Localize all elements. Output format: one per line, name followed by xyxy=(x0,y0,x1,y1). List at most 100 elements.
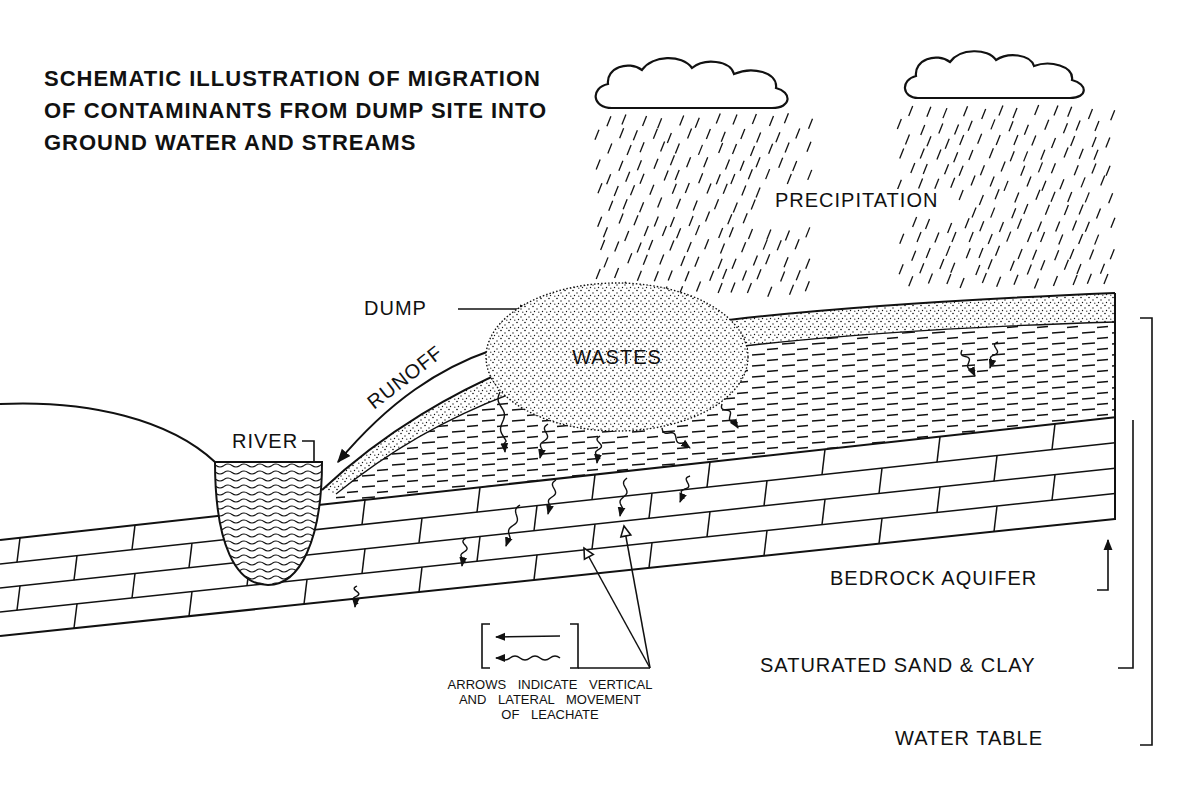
rain-streak xyxy=(1071,136,1075,146)
rain-streak xyxy=(1055,250,1059,260)
rain-streak xyxy=(1041,232,1045,242)
bedrock-joint xyxy=(994,456,997,482)
rain-streak xyxy=(1045,205,1049,215)
rain-streak xyxy=(596,269,600,279)
rain-streak xyxy=(1021,166,1025,176)
rain-streak xyxy=(808,170,812,180)
rain-streak xyxy=(695,118,699,128)
rain-streak xyxy=(980,165,984,175)
rain-streak xyxy=(649,240,653,250)
rain-streak xyxy=(747,283,751,293)
bracket xyxy=(1140,318,1152,745)
rain-streak xyxy=(670,241,674,251)
rain-streak xyxy=(990,176,994,186)
rain-streak xyxy=(769,116,773,126)
bedrock-joint xyxy=(189,543,192,568)
bedrock-joint xyxy=(592,475,595,500)
rain-streak xyxy=(693,201,697,211)
rain-streak xyxy=(619,213,623,223)
hill-surface xyxy=(0,403,215,462)
rain-streak xyxy=(945,139,949,149)
leachate-arrow xyxy=(721,404,738,428)
rain-streak xyxy=(1064,260,1068,270)
rain-streak xyxy=(715,199,719,209)
rain-streak xyxy=(767,229,771,239)
rain-streak xyxy=(988,234,992,244)
rain-streak xyxy=(637,160,641,170)
rain-streak xyxy=(1007,232,1011,242)
rain-streak xyxy=(704,157,708,167)
rain-streak xyxy=(995,189,999,199)
rain-streak xyxy=(1076,120,1080,130)
bedrock-joint xyxy=(592,524,595,549)
rain-streak xyxy=(681,256,685,266)
rain-streak xyxy=(619,161,623,171)
bedrock-joint xyxy=(649,493,652,518)
rain-streak xyxy=(729,227,733,237)
rain-streak xyxy=(723,184,727,194)
rain-streak xyxy=(1081,177,1085,187)
rain-streak xyxy=(1027,232,1031,242)
bedrock-joint xyxy=(649,543,652,568)
rain-streak xyxy=(1017,219,1021,229)
rain-streak xyxy=(1032,135,1036,145)
rain-streak xyxy=(718,283,722,293)
rain-streak xyxy=(935,233,939,243)
rain-streak xyxy=(607,116,611,126)
rain-streak xyxy=(920,263,924,273)
bedrock-joint xyxy=(879,468,882,493)
bedrock-joint xyxy=(0,468,1115,588)
rain-streak xyxy=(928,274,932,284)
rain-streak xyxy=(1101,176,1105,186)
rain-streak xyxy=(699,173,703,183)
node-label: WASTES xyxy=(572,346,662,369)
leachate-arrow xyxy=(990,342,998,368)
rain-streak xyxy=(1041,260,1045,270)
rain-streak xyxy=(1051,138,1055,148)
rain-streak xyxy=(675,143,679,153)
saturated-zone-label: SATURATED SAND & CLAY xyxy=(760,654,1036,676)
rain-streak xyxy=(756,188,760,198)
rain-streak xyxy=(640,142,644,152)
rain-streak xyxy=(1079,149,1083,159)
rain-streak xyxy=(615,242,619,252)
rain-streak xyxy=(596,160,600,170)
rain-streak xyxy=(951,263,955,273)
rain-streak xyxy=(1037,222,1041,232)
rain-streak xyxy=(1060,179,1064,189)
bedrock-joint xyxy=(17,586,20,610)
rain-streak xyxy=(766,254,770,264)
rain-streak xyxy=(776,132,780,142)
rain-streak xyxy=(608,143,612,153)
rain-streak xyxy=(996,135,1000,145)
section-edge xyxy=(1114,293,1116,520)
rain-streak xyxy=(927,107,931,117)
rain-streak xyxy=(614,186,618,196)
rain-streak xyxy=(710,271,714,281)
bedrock-joint xyxy=(879,518,882,543)
rain-streak xyxy=(980,221,984,231)
rain-streak xyxy=(752,114,756,124)
rain-streak xyxy=(927,136,931,146)
rain-streak xyxy=(643,116,647,126)
river-body xyxy=(215,462,322,585)
rain-streak xyxy=(1013,108,1017,118)
leader-arrow xyxy=(584,548,650,668)
leachate-arrow xyxy=(596,436,602,463)
rain-streak xyxy=(1111,218,1115,228)
bedrock-joint xyxy=(822,449,825,474)
rain-streak xyxy=(943,108,947,118)
bedrock-joint xyxy=(74,604,77,628)
rain-streak xyxy=(926,219,930,229)
bedrock-joint xyxy=(419,518,422,543)
rain-streak xyxy=(997,277,1001,287)
rain-streak xyxy=(971,176,975,186)
rain-streak xyxy=(658,118,662,128)
rain-streak xyxy=(1024,151,1028,161)
rain-streak xyxy=(654,159,658,169)
legend-note: ARROWS INDICATE VERTICAL AND LATERAL MOV… xyxy=(445,677,655,722)
rain-streak xyxy=(795,239,799,249)
rain-streak xyxy=(1095,121,1099,131)
rain-streak xyxy=(796,128,800,138)
rain-streak xyxy=(677,228,681,238)
